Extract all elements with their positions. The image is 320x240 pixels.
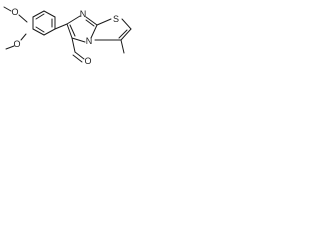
bond-imidazole-c7a-nbridge	[90, 24, 98, 39]
molecule-structure: O O N N S O	[3, 6, 132, 66]
bond-cho-o	[74, 51, 85, 60]
bond-benzene-5	[32, 28, 45, 36]
bond-methyl-o-lower	[5, 45, 15, 50]
atom-n-imidazole: N	[80, 9, 87, 19]
bond-benzene-inner-3	[35, 26, 45, 33]
bond-benzene-4	[43, 28, 56, 36]
bond-imidazole-c6-n	[66, 15, 81, 25]
bond-imidazole-double-c5-c6	[69, 24, 76, 37]
atom-o-ether-lower: O	[13, 39, 20, 49]
atom-n-bridge: N	[86, 36, 93, 46]
bond-thiazole-s-c2	[121, 18, 132, 30]
bond-imidazole-c5-c6	[66, 23, 73, 39]
bond-thiazole-double-c2-c3	[118, 29, 128, 39]
bond-cho-o-double	[72, 54, 83, 63]
bond-imidazole-double-n-c7a	[85, 19, 95, 27]
atom-o-ether-upper: O	[11, 7, 18, 17]
atom-label-layer: O O N N S O	[11, 7, 119, 66]
bond-aryl-imidazole	[54, 23, 68, 30]
bond-benzene-inner-1	[35, 13, 45, 20]
bond-o-ring-upper	[18, 14, 28, 23]
bond-benzene-2	[43, 10, 56, 18]
bond-imidazole-n-c7a	[85, 16, 98, 26]
bond-imidazole-nbridge-c5	[71, 37, 86, 43]
bond-o-ring-lower	[20, 33, 27, 41]
bond-thiazole-c2-c3	[120, 28, 132, 41]
atom-o-aldehyde: O	[84, 56, 91, 66]
bond-methyl-c3	[120, 39, 125, 54]
bond-methyl-o-upper	[3, 6, 12, 12]
atom-s-thiazole: S	[113, 14, 119, 24]
bond-benzene-1	[32, 10, 45, 18]
bond-layer	[3, 6, 132, 63]
bond-thiazole-c7a-s	[96, 18, 112, 26]
bond-c5-cho	[71, 37, 76, 53]
